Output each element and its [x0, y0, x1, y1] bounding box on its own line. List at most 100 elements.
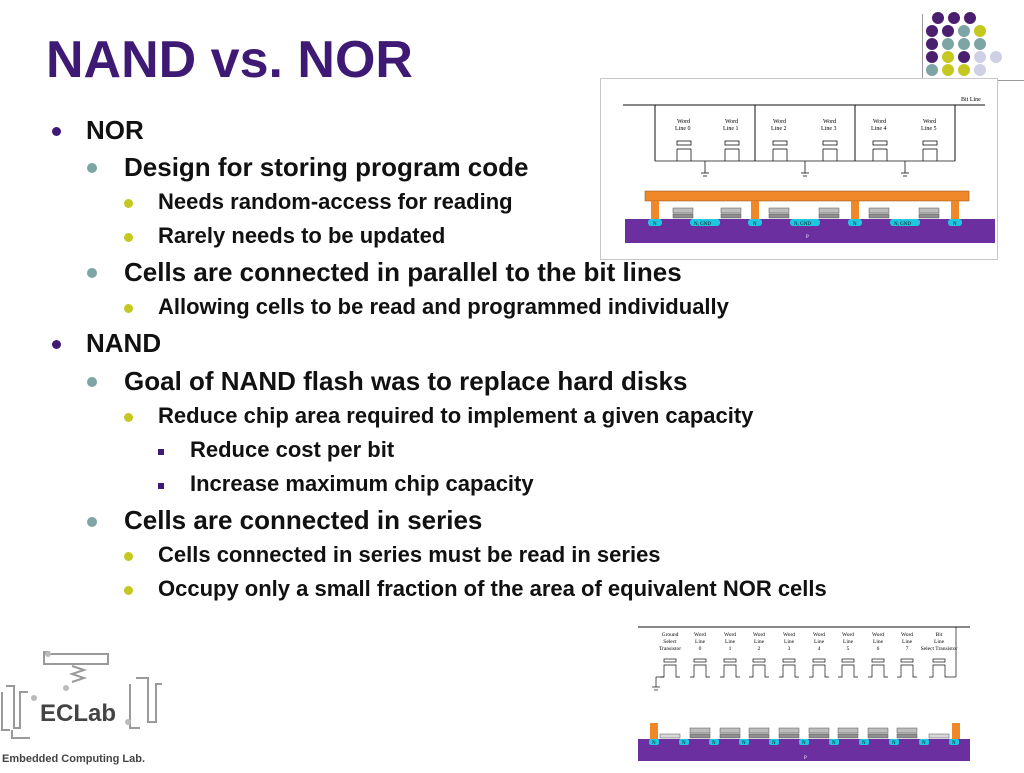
nand-floating-gate — [719, 733, 741, 739]
bullet-marker — [87, 377, 97, 387]
nand-cell-gate — [663, 658, 677, 663]
nor-contact-post — [751, 201, 759, 219]
nor-word-line-label: Word — [725, 119, 738, 125]
nand-n-region — [949, 739, 959, 745]
nand-word-line-label: Line — [725, 639, 736, 645]
nor-n-region — [948, 219, 962, 226]
bullet-marker — [158, 483, 164, 489]
bullet-marker — [124, 199, 133, 208]
bullet-marker — [124, 586, 133, 595]
nand-floating-gate — [928, 733, 950, 739]
bullet-l1: NAND — [86, 328, 162, 358]
nand-cell-channel — [779, 664, 799, 678]
decor-vertical-line — [922, 14, 923, 84]
nand-floating-gate — [837, 733, 859, 739]
nand-word-line-label: 5 — [847, 646, 850, 652]
decor-dot — [942, 38, 954, 50]
nor-word-line-label: Line 2 — [771, 126, 787, 132]
nand-n-label: N — [952, 741, 956, 746]
nor-contact-post — [951, 201, 959, 219]
nand-cell-gate — [752, 658, 766, 663]
nor-control-gate — [720, 207, 742, 214]
nand-word-line-label: Select — [663, 639, 677, 645]
nor-floating-gate — [918, 213, 940, 219]
nand-n-label: N — [712, 741, 716, 746]
nor-cell-gate — [724, 140, 740, 146]
nand-control-gate — [867, 727, 889, 734]
logo-subtitle: Embedded Computing Lab. — [2, 753, 145, 765]
nand-n-region — [769, 739, 779, 745]
decor-dot — [942, 64, 954, 76]
nor-word-line-label: Word — [677, 119, 690, 125]
decor-dot — [942, 51, 954, 63]
nand-n-region — [679, 739, 689, 745]
nand-control-gate — [748, 727, 770, 734]
bullet-marker — [124, 552, 133, 561]
slide-title: NAND vs. NOR — [46, 31, 413, 89]
nand-word-line-label: Word — [724, 632, 736, 638]
nand-control-gate — [689, 727, 711, 734]
nor-n-region — [790, 219, 820, 226]
decor-dot — [964, 12, 976, 24]
bullet-l3: Cells connected in series must be read i… — [158, 542, 661, 567]
nand-substrate — [638, 739, 970, 761]
bullet-marker — [158, 449, 164, 455]
nand-word-line-label: Line — [754, 639, 765, 645]
nand-n-region — [799, 739, 809, 745]
nand-n-region — [859, 739, 869, 745]
nand-n-label: N — [832, 741, 836, 746]
bullet-l3: Rarely needs to be updated — [158, 223, 446, 248]
nand-cell-channel — [809, 664, 829, 678]
nand-floating-gate — [778, 733, 800, 739]
bullet-marker — [124, 304, 133, 313]
decor-dot — [948, 12, 960, 24]
nor-word-line-label: Line 3 — [821, 126, 837, 132]
nand-floating-gate — [867, 733, 889, 739]
nor-floating-gate — [868, 213, 890, 219]
nor-n-label: N, GND — [894, 222, 911, 227]
nor-n-region — [890, 219, 920, 226]
nand-cell-gate — [841, 658, 855, 663]
nor-control-gate — [818, 207, 840, 214]
nand-word-line-label: Ground — [662, 632, 679, 638]
nor-contact-post — [851, 201, 859, 219]
nand-n-label: N — [772, 741, 776, 746]
decor-dot — [926, 38, 938, 50]
decor-dot — [958, 51, 970, 63]
nand-p-label: P — [804, 756, 807, 761]
decor-dot — [926, 25, 938, 37]
nor-n-region — [748, 219, 762, 226]
nor-n-label: N — [953, 222, 957, 227]
bullet-l2: Design for storing program code — [124, 152, 529, 182]
nand-floating-gate — [659, 733, 681, 739]
nor-word-line-label: Line 0 — [675, 126, 691, 132]
eclab-logo-graphic — [1, 651, 162, 739]
decor-dot — [958, 38, 970, 50]
nand-floating-gate — [689, 733, 711, 739]
nand-floating-gate — [808, 733, 830, 739]
nand-cell-gate — [900, 658, 914, 663]
nand-n-label: N — [922, 741, 926, 746]
nand-contact-post — [650, 723, 658, 739]
nor-floating-gate — [818, 213, 840, 219]
bullet-l3: Reduce chip area required to implement a… — [158, 403, 754, 428]
bullet-marker — [87, 163, 97, 173]
nand-cell-gate — [812, 658, 826, 663]
nand-cell-gate — [932, 658, 946, 663]
bullet-marker — [52, 340, 61, 349]
decor-dot — [990, 51, 1002, 63]
nand-floating-gate — [748, 733, 770, 739]
nor-cell-gate — [822, 140, 838, 146]
nand-control-gate — [808, 727, 830, 734]
nor-cell-gate — [676, 140, 692, 146]
nor-bitline-bar — [644, 190, 970, 202]
nor-cell-gate — [872, 140, 888, 146]
nand-word-line-label: Line — [814, 639, 825, 645]
nor-word-line-label: Word — [823, 119, 836, 125]
nor-floating-gate — [768, 213, 790, 219]
decor-dot — [974, 38, 986, 50]
nand-word-line-label: Line — [873, 639, 884, 645]
nand-word-line-label: Line — [784, 639, 795, 645]
nor-p-label: P — [806, 235, 809, 240]
